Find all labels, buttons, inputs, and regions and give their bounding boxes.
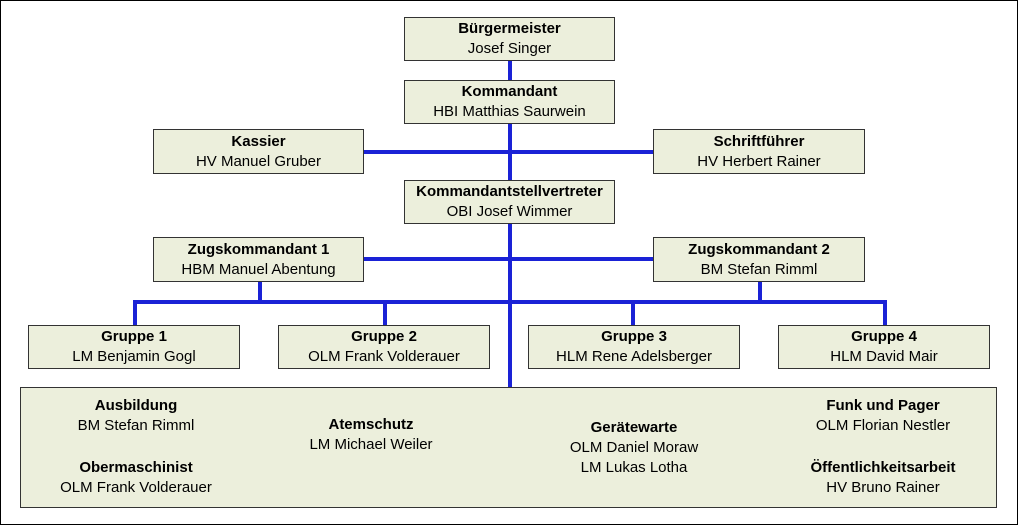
node-title: Kommandant xyxy=(461,83,558,100)
node-title: Bürgermeister xyxy=(458,20,561,37)
node-name: HBM Manuel Abentung xyxy=(181,260,336,278)
node-title: Gruppe 1 xyxy=(101,328,167,345)
function-name: LM Lukas Lotha xyxy=(580,459,688,476)
functions-panel: Ausbildung BM Stefan Rimml Obermaschinis… xyxy=(20,387,997,508)
node-name: Josef Singer xyxy=(467,40,552,57)
node-gruppe1: Gruppe 1 LM Benjamin Gogl xyxy=(28,325,240,369)
node-stellvertreter: Kommandantstellvertreter OBI Josef Wimme… xyxy=(404,180,615,224)
node-zug2: Zugskommandant 2 BM Stefan Rimml xyxy=(653,237,865,282)
function-name: HV Bruno Rainer xyxy=(826,479,940,496)
function-obermaschinist: Obermaschinist OLM Frank Volderauer xyxy=(36,458,236,498)
node-title: Schriftführer xyxy=(713,132,805,150)
node-title: Kommandantstellvertreter xyxy=(416,183,603,200)
function-name: LM Michael Weiler xyxy=(309,436,433,453)
node-gruppe3: Gruppe 3 HLM Rene Adelsberger xyxy=(528,325,740,369)
node-kommandant: Kommandant HBI Matthias Saurwein xyxy=(404,80,615,124)
function-atemschutz: Atemschutz LM Michael Weiler xyxy=(271,415,471,455)
function-title: Ausbildung xyxy=(94,397,178,414)
function-name: OLM Daniel Moraw xyxy=(569,439,699,456)
node-name: HLM Rene Adelsberger xyxy=(556,348,712,365)
function-title: Öffentlichkeitsarbeit xyxy=(810,459,956,476)
node-buergermeister: Bürgermeister Josef Singer xyxy=(404,17,615,61)
function-title: Gerätewarte xyxy=(590,419,678,436)
function-funk: Funk und Pager OLM Florian Nestler xyxy=(783,396,983,436)
node-name: BM Stefan Rimml xyxy=(700,260,818,278)
node-name: HBI Matthias Saurwein xyxy=(433,103,586,120)
node-gruppe2: Gruppe 2 OLM Frank Volderauer xyxy=(278,325,490,369)
node-zug1: Zugskommandant 1 HBM Manuel Abentung xyxy=(153,237,364,282)
function-name: BM Stefan Rimml xyxy=(77,417,195,434)
node-schriftfuehrer: Schriftführer HV Herbert Rainer xyxy=(653,129,865,174)
node-name: HLM David Mair xyxy=(830,348,938,365)
function-oeffentlichkeit: Öffentlichkeitsarbeit HV Bruno Rainer xyxy=(783,458,983,498)
node-name: HV Herbert Rainer xyxy=(697,152,821,170)
node-name: OBI Josef Wimmer xyxy=(446,203,573,220)
node-gruppe4: Gruppe 4 HLM David Mair xyxy=(778,325,990,369)
node-name: HV Manuel Gruber xyxy=(195,152,322,170)
function-name: OLM Florian Nestler xyxy=(815,417,951,434)
node-title: Kassier xyxy=(231,132,286,150)
function-title: Atemschutz xyxy=(328,416,414,433)
node-kassier: Kassier HV Manuel Gruber xyxy=(153,129,364,174)
node-title: Gruppe 4 xyxy=(851,328,917,345)
function-ausbildung: Ausbildung BM Stefan Rimml xyxy=(36,396,236,436)
node-title: Gruppe 3 xyxy=(601,328,667,345)
function-title: Funk und Pager xyxy=(826,397,940,414)
function-name: OLM Frank Volderauer xyxy=(60,479,212,496)
node-title: Zugskommandant 1 xyxy=(187,240,330,258)
function-geraetewarte: Gerätewarte OLM Daniel Moraw LM Lukas Lo… xyxy=(534,418,734,478)
node-name: LM Benjamin Gogl xyxy=(72,348,196,365)
node-title: Gruppe 2 xyxy=(351,328,417,345)
node-title: Zugskommandant 2 xyxy=(688,240,830,258)
function-title: Obermaschinist xyxy=(79,459,193,476)
node-name: OLM Frank Volderauer xyxy=(308,348,460,365)
